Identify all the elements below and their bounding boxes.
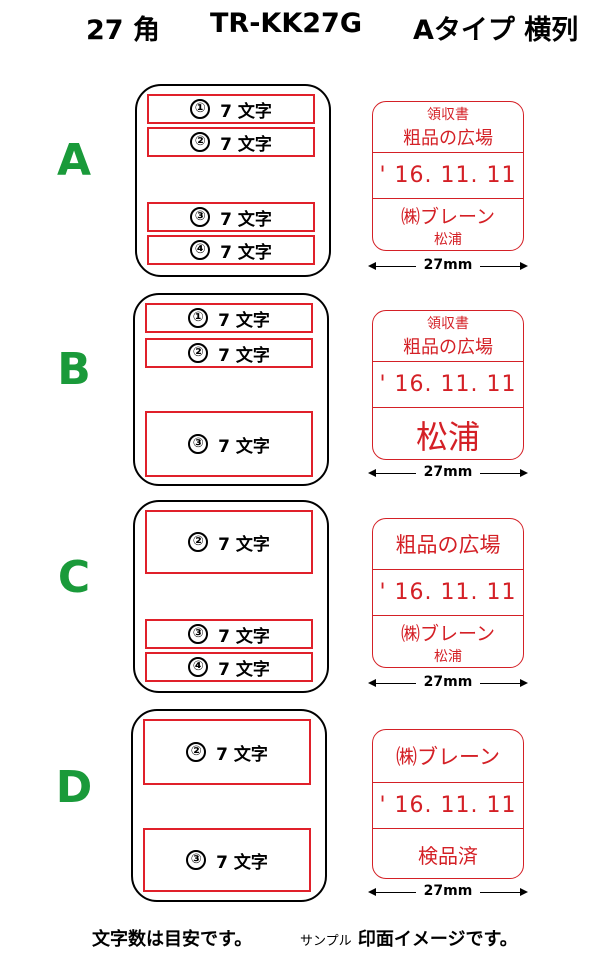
- row-letter-b: B: [57, 344, 91, 395]
- slot-label: 7 文字: [218, 534, 270, 555]
- slot-number: ①: [190, 99, 211, 119]
- layout-d: ② 7 文字 ③ 7 文字: [131, 709, 327, 902]
- slot-number: ①: [188, 308, 209, 328]
- slot-4: ④ 7 文字: [145, 652, 313, 682]
- stamp-company: ㈱ブレーン: [400, 206, 496, 228]
- row-letter-a: A: [56, 135, 92, 186]
- slot-label: 7 文字: [220, 209, 272, 230]
- slot-label: 7 文字: [220, 242, 272, 263]
- slot-number: ③: [188, 434, 209, 454]
- stamp-line1: 粗品の広場: [395, 533, 501, 557]
- stamp-line1: 領収書: [427, 316, 469, 332]
- stamp-a: 領収書 粗品の広場 ' 16. 11. 11 ㈱ブレーン 松浦: [372, 101, 524, 251]
- stamp-b: 領収書 粗品の広場 ' 16. 11. 11 松浦: [372, 310, 524, 460]
- slot-label: 7 文字: [220, 101, 272, 122]
- stamp-d: ㈱ブレーン ' 16. 11. 11 検品済: [372, 729, 524, 879]
- stamp-date: ' 16. 11. 11: [373, 152, 523, 198]
- row-letter-d: D: [55, 762, 93, 813]
- stamp-name: 松浦: [434, 649, 462, 665]
- title-size: 27 角: [86, 15, 160, 46]
- stamp-check: 検品済: [373, 828, 523, 878]
- slot-2: ② 7 文字: [145, 510, 313, 574]
- slot-number: ②: [190, 132, 211, 152]
- title-type: Aタイプ 横列: [413, 15, 579, 46]
- stamp-footer: ㈱ブレーン 松浦: [373, 198, 523, 250]
- slot-number: ③: [188, 624, 209, 644]
- slot-label: 7 文字: [218, 436, 270, 457]
- stamp-company: ㈱ブレーン: [400, 623, 496, 645]
- slot-number: ②: [186, 742, 207, 762]
- footer-note-sample: サンプル 印面イメージです。: [300, 925, 518, 951]
- layout-c: ② 7 文字 ③ 7 文字 ④ 7 文字: [133, 500, 329, 693]
- stamp-header: 領収書 粗品の広場: [373, 102, 523, 152]
- slot-2: ② 7 文字: [147, 127, 315, 157]
- page-title: 27 角 TR-KK27G Aタイプ 横列: [0, 8, 609, 48]
- sample-label: サンプル: [300, 934, 352, 949]
- slot-number: ③: [186, 850, 207, 870]
- slot-3: ③ 7 文字: [145, 411, 313, 477]
- stamp-date: ' 16. 11. 11: [373, 569, 523, 615]
- slot-label: 7 文字: [218, 626, 270, 647]
- slot-number: ④: [188, 657, 209, 677]
- stamp-footer: ㈱ブレーン 松浦: [373, 615, 523, 667]
- dimension-b: 27mm: [368, 464, 528, 482]
- slot-1: ① 7 文字: [145, 303, 313, 333]
- stamp-company: ㈱ブレーン: [396, 745, 500, 769]
- dimension-label: 27mm: [423, 257, 473, 273]
- dimension-label: 27mm: [423, 674, 473, 690]
- stamp-line1: 領収書: [427, 107, 469, 123]
- slot-number: ③: [190, 207, 211, 227]
- slot-label: 7 文字: [216, 744, 268, 765]
- dimension-d: 27mm: [368, 883, 528, 901]
- stamp-header: 領収書 粗品の広場: [373, 311, 523, 361]
- stamp-line2: 粗品の広場: [403, 337, 493, 358]
- stamp-date: ' 16. 11. 11: [373, 361, 523, 407]
- row-letter-c: C: [57, 552, 91, 603]
- slot-3: ③ 7 文字: [145, 619, 313, 649]
- slot-3: ③ 7 文字: [143, 828, 311, 892]
- slot-label: 7 文字: [218, 659, 270, 680]
- slot-1: ① 7 文字: [147, 94, 315, 124]
- stamp-date: ' 16. 11. 11: [373, 782, 523, 828]
- slot-number: ②: [188, 532, 209, 552]
- slot-label: 7 文字: [216, 852, 268, 873]
- stamp-line2: 粗品の広場: [403, 128, 493, 149]
- stamp-name: 松浦: [434, 232, 462, 248]
- slot-2: ② 7 文字: [143, 719, 311, 785]
- dimension-c: 27mm: [368, 674, 528, 692]
- slot-2: ② 7 文字: [145, 338, 313, 368]
- title-model: TR-KK27G: [210, 8, 362, 39]
- dimension-a: 27mm: [368, 257, 528, 275]
- stamp-name: 松浦: [373, 407, 523, 459]
- sample-note: 印面イメージです。: [357, 929, 518, 950]
- dimension-label: 27mm: [423, 883, 473, 899]
- slot-number: ④: [190, 240, 211, 260]
- slot-label: 7 文字: [218, 345, 270, 366]
- slot-4: ④ 7 文字: [147, 235, 315, 265]
- stamp-c: 粗品の広場 ' 16. 11. 11 ㈱ブレーン 松浦: [372, 518, 524, 668]
- slot-label: 7 文字: [218, 310, 270, 331]
- footer-note-characters: 文字数は目安です。: [92, 929, 253, 950]
- dimension-label: 27mm: [423, 464, 473, 480]
- layout-a: ① 7 文字 ② 7 文字 ③ 7 文字 ④ 7 文字: [135, 84, 331, 277]
- slot-3: ③ 7 文字: [147, 202, 315, 232]
- slot-number: ②: [188, 343, 209, 363]
- slot-label: 7 文字: [220, 134, 272, 155]
- layout-b: ① 7 文字 ② 7 文字 ③ 7 文字: [133, 293, 329, 486]
